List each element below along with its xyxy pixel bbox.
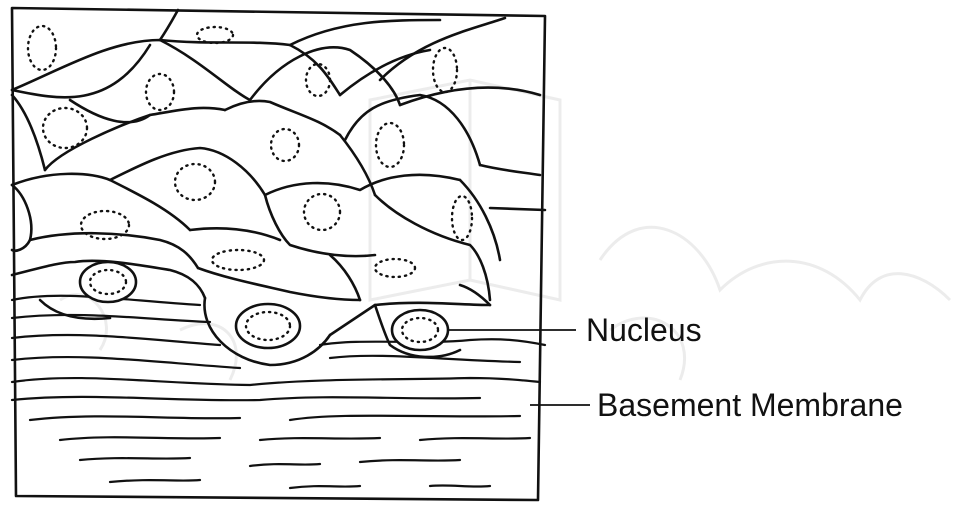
nucleus-label: Nucleus xyxy=(586,312,702,348)
nucleus-dotted xyxy=(43,108,87,148)
nucleus-dotted xyxy=(28,26,56,70)
nucleus-dotted xyxy=(146,74,174,110)
nucleus-dotted xyxy=(271,129,299,161)
nucleus-dotted xyxy=(212,250,264,270)
nucleus-dotted xyxy=(306,64,330,96)
basal-cell-nuclei xyxy=(80,262,448,350)
nucleus-dotted xyxy=(376,123,404,167)
basal-nucleus xyxy=(80,262,136,302)
flattened-cell-nuclei xyxy=(28,26,472,277)
nucleus-dotted xyxy=(175,164,215,200)
nucleus-dotted xyxy=(375,259,415,277)
basal-nucleus xyxy=(392,310,448,350)
basement-membrane-label: Basement Membrane xyxy=(597,387,903,423)
nucleus-dotted xyxy=(197,27,233,43)
nucleus-dotted xyxy=(304,194,340,230)
